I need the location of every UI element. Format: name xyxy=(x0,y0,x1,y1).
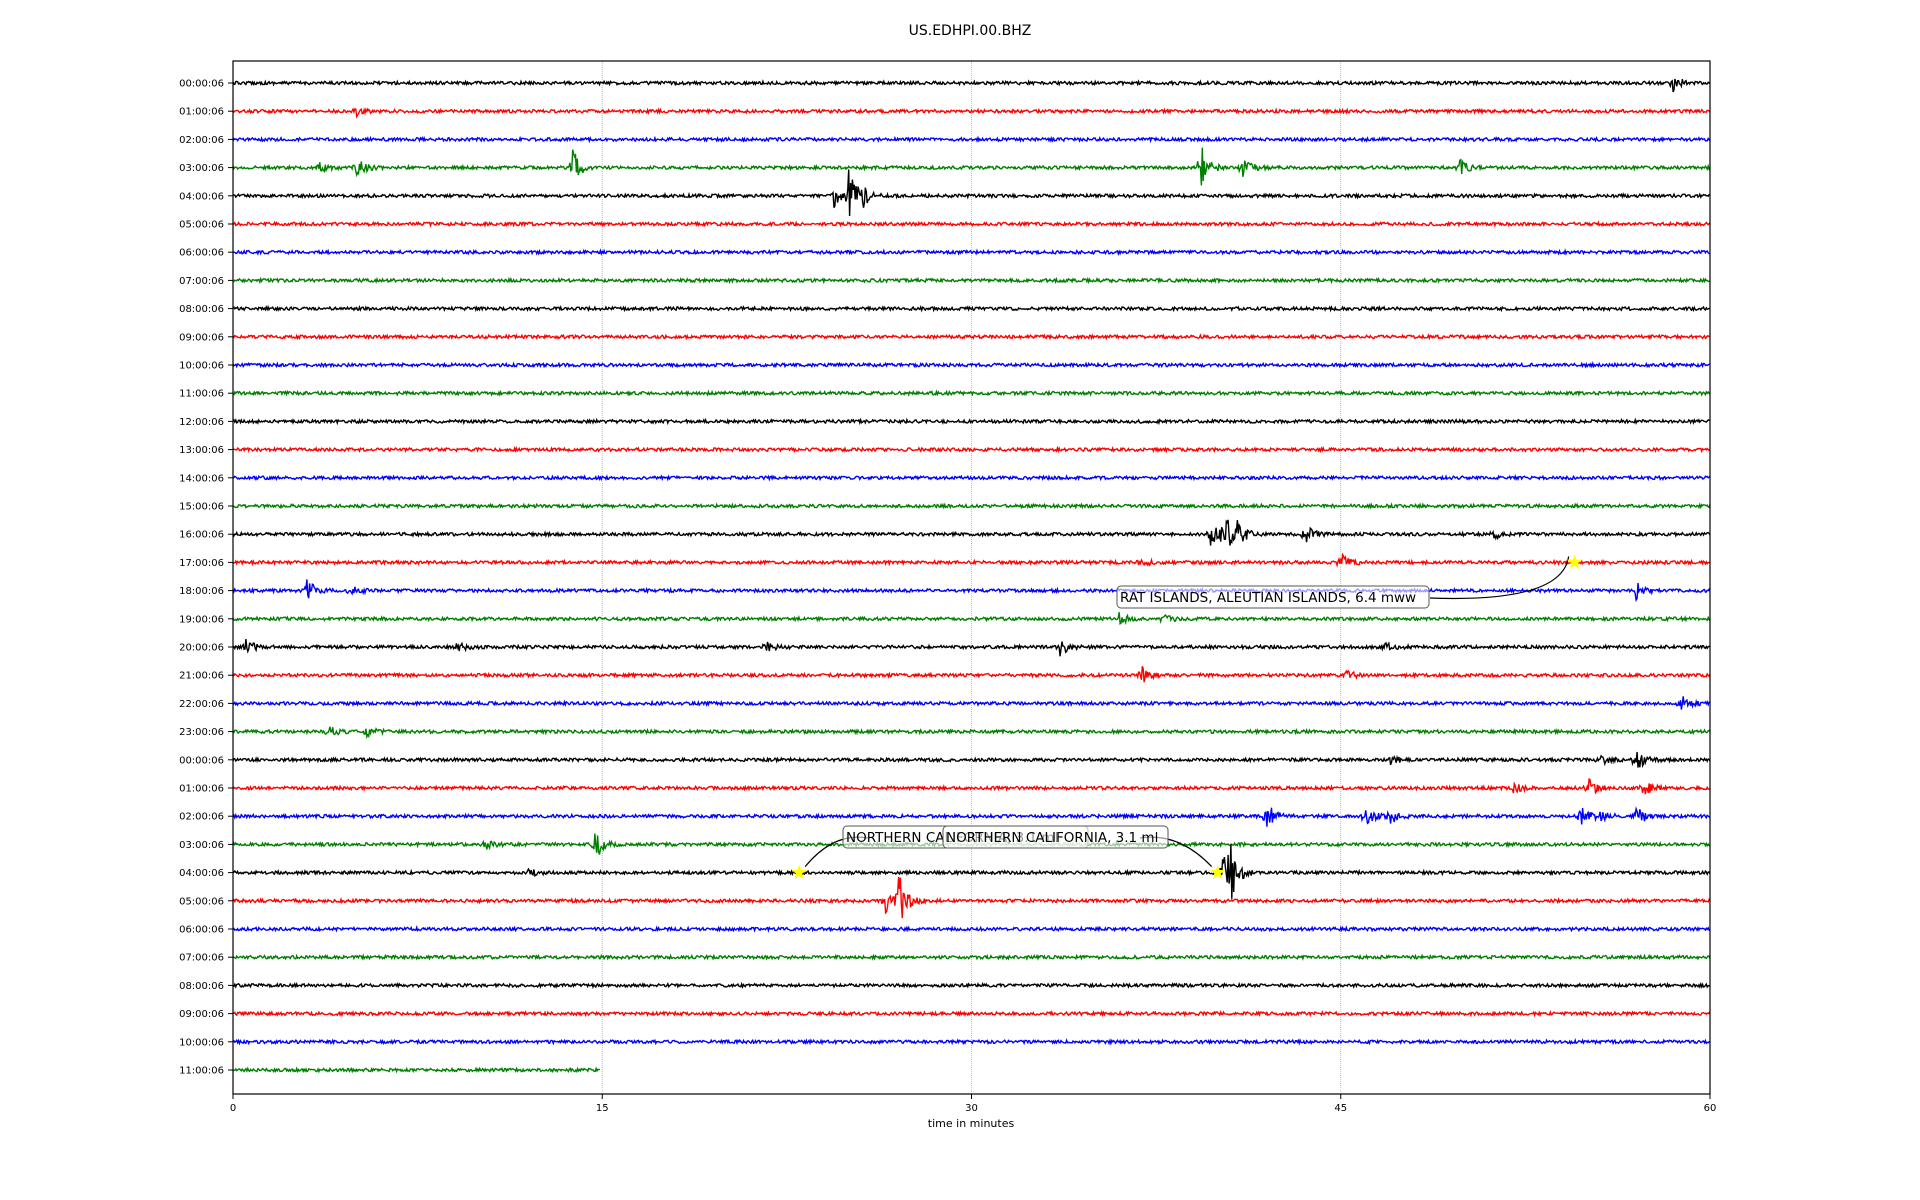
trace-row xyxy=(232,751,1711,769)
trace-row xyxy=(232,1009,1711,1018)
y-tick-label: 13:00:06 xyxy=(179,445,224,456)
trace-row xyxy=(232,612,1711,626)
y-tick-label: 00:00:06 xyxy=(179,79,224,90)
y-tick-label: 04:00:06 xyxy=(179,868,224,879)
trace-row xyxy=(232,78,1711,93)
trace-row xyxy=(232,953,1711,961)
trace-row xyxy=(232,304,1710,313)
trace-row xyxy=(232,579,1711,603)
y-tick-label: 14:00:06 xyxy=(179,473,224,484)
y-tick-label: 05:00:06 xyxy=(179,896,224,907)
event-annotations: RAT ISLANDS, ALEUTIAN ISLANDS, 6.4 mwwNO… xyxy=(791,554,1583,880)
y-tick-label: 21:00:06 xyxy=(179,671,224,682)
y-tick-label: 02:00:06 xyxy=(179,135,224,146)
y-tick-label: 12:00:06 xyxy=(179,417,224,428)
y-tick-label: 22:00:06 xyxy=(179,699,224,710)
y-tick-label: 17:00:06 xyxy=(179,558,224,569)
x-axis-ticks: 0 15 30 45 60 xyxy=(230,1094,1717,1114)
trace-row xyxy=(232,147,1711,186)
y-tick-label: 10:00:06 xyxy=(179,1037,224,1048)
y-tick-label: 03:00:06 xyxy=(179,840,224,851)
trace-row xyxy=(232,519,1711,546)
trace-row xyxy=(232,843,1711,899)
trace-row xyxy=(232,726,1711,740)
chart-title: US.EDHPI.00.BHZ xyxy=(909,23,1032,39)
annotation-box xyxy=(1116,585,1430,609)
x-tick-label: 45 xyxy=(1334,1103,1347,1114)
y-tick-label: 09:00:06 xyxy=(179,1009,224,1020)
seismic-traces xyxy=(232,78,1711,1074)
trace-row xyxy=(232,248,1711,256)
x-tick-label: 15 xyxy=(596,1103,609,1114)
event-star-icon xyxy=(1567,554,1583,569)
x-tick-label: 60 xyxy=(1704,1103,1717,1114)
event-annotation: RAT ISLANDS, ALEUTIAN ISLANDS, 6.4 mww xyxy=(1116,554,1583,609)
annotation-box xyxy=(942,825,1169,849)
y-tick-label: 08:00:06 xyxy=(179,304,224,315)
y-tick-label: 07:00:06 xyxy=(179,276,224,287)
x-tick-label: 30 xyxy=(965,1103,978,1114)
annotation-arrow xyxy=(1429,556,1570,600)
trace-row xyxy=(232,361,1711,369)
trace-row xyxy=(232,696,1711,710)
trace-row xyxy=(232,276,1711,285)
trace-row xyxy=(232,107,1711,119)
trace-row xyxy=(232,639,1711,657)
trace-row xyxy=(232,876,1711,919)
trace-row xyxy=(232,333,1711,341)
trace-row xyxy=(232,502,1711,510)
trace-row xyxy=(232,981,1711,990)
plot-frame xyxy=(232,60,1711,1095)
x-tick-label: 0 xyxy=(230,1103,236,1114)
y-tick-label: 00:00:06 xyxy=(179,755,224,766)
trace-row xyxy=(232,924,1711,933)
trace-row xyxy=(232,552,1711,568)
trace-row xyxy=(232,220,1711,228)
y-tick-label: 02:00:06 xyxy=(179,812,224,823)
trace-row xyxy=(232,417,1710,426)
grid-lines xyxy=(601,61,1342,1094)
y-tick-label: 11:00:06 xyxy=(179,1066,224,1077)
trace-row xyxy=(232,389,1711,397)
y-tick-label: 15:00:06 xyxy=(179,502,224,513)
y-axis-labels: 00:00:06 01:00:06 02:00:06 03:00:06 04:00:06… xyxy=(179,79,233,1077)
trace-row xyxy=(232,1037,1711,1046)
event-label: RAT ISLANDS, ALEUTIAN ISLANDS, 6.4 mww xyxy=(1120,590,1416,606)
trace-row xyxy=(232,169,1711,217)
trace-row xyxy=(232,777,1711,795)
y-tick-label: 20:00:06 xyxy=(179,643,224,654)
trace-row xyxy=(232,474,1711,482)
y-tick-label: 10:00:06 xyxy=(179,361,224,372)
x-axis-label: time in minutes xyxy=(928,1117,1015,1130)
y-tick-label: 05:00:06 xyxy=(179,220,224,231)
y-tick-label: 06:00:06 xyxy=(179,925,224,936)
y-tick-label: 07:00:06 xyxy=(179,953,224,964)
event-label: NORTHERN CALIFORNIA, 3.1 ml xyxy=(946,830,1158,846)
event-star-icon xyxy=(791,864,807,880)
y-tick-label: 01:00:06 xyxy=(179,107,224,118)
trace-row xyxy=(232,666,1711,683)
y-tick-label: 11:00:06 xyxy=(179,389,224,400)
trace-row xyxy=(232,135,1711,144)
y-tick-label: 19:00:06 xyxy=(179,614,224,625)
y-tick-label: 09:00:06 xyxy=(179,332,224,343)
y-tick-label: 04:00:06 xyxy=(179,191,224,202)
y-tick-label: 18:00:06 xyxy=(179,586,224,597)
y-tick-label: 06:00:06 xyxy=(179,248,224,259)
trace-row xyxy=(232,1066,601,1074)
y-tick-label: 01:00:06 xyxy=(179,784,224,795)
y-tick-label: 16:00:06 xyxy=(179,530,224,541)
event-annotation: NORTHERN CALIFORNIA, 3.1 ml xyxy=(942,825,1226,880)
trace-row xyxy=(232,806,1711,827)
trace-row xyxy=(232,445,1711,454)
y-tick-label: 08:00:06 xyxy=(179,981,224,992)
y-tick-label: 23:00:06 xyxy=(179,727,224,738)
y-tick-label: 03:00:06 xyxy=(179,163,224,174)
event-star-icon xyxy=(1210,864,1226,880)
